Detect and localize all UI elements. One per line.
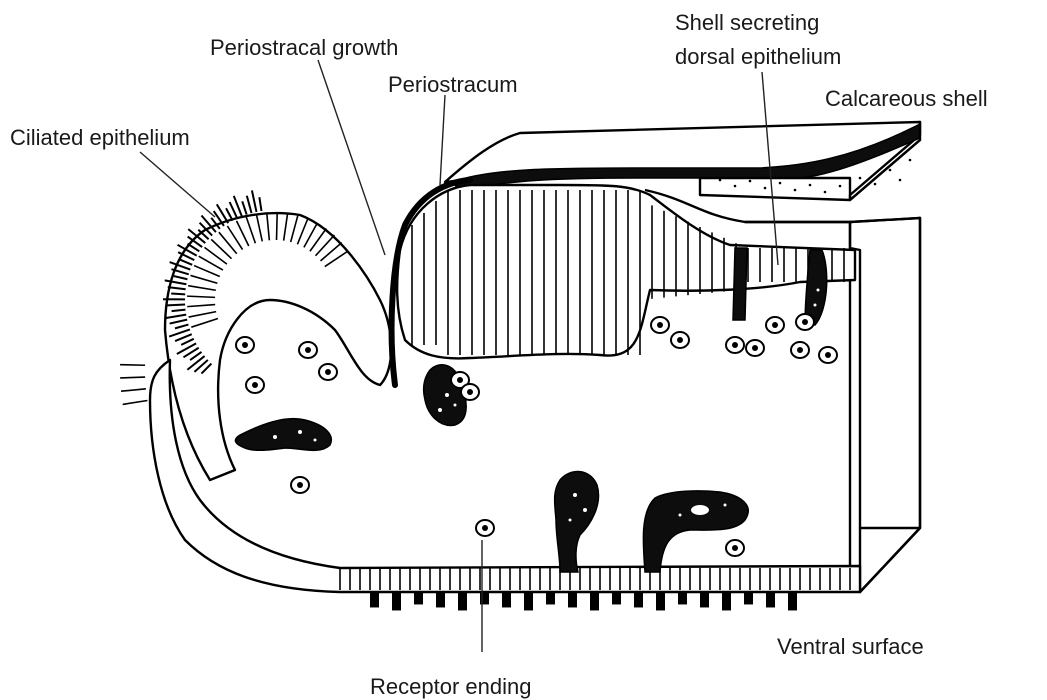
label-calcareous-shell: Calcareous shell xyxy=(825,86,988,111)
ventral-papillae xyxy=(370,592,797,610)
label-shell-secreting-line2: dorsal epithelium xyxy=(675,44,841,69)
label-ventral-surface: Ventral surface xyxy=(777,634,924,659)
label-ciliated-epithelium: Ciliated epithelium xyxy=(10,125,190,150)
label-shell-secreting-line1: Shell secreting xyxy=(675,10,819,35)
dorsal-epithelium xyxy=(397,185,855,358)
label-periostracum: Periostracum xyxy=(388,72,518,97)
label-periostracal-growth: Periostracal growth xyxy=(210,35,398,60)
label-receptor-ending: Receptor ending xyxy=(370,674,531,699)
